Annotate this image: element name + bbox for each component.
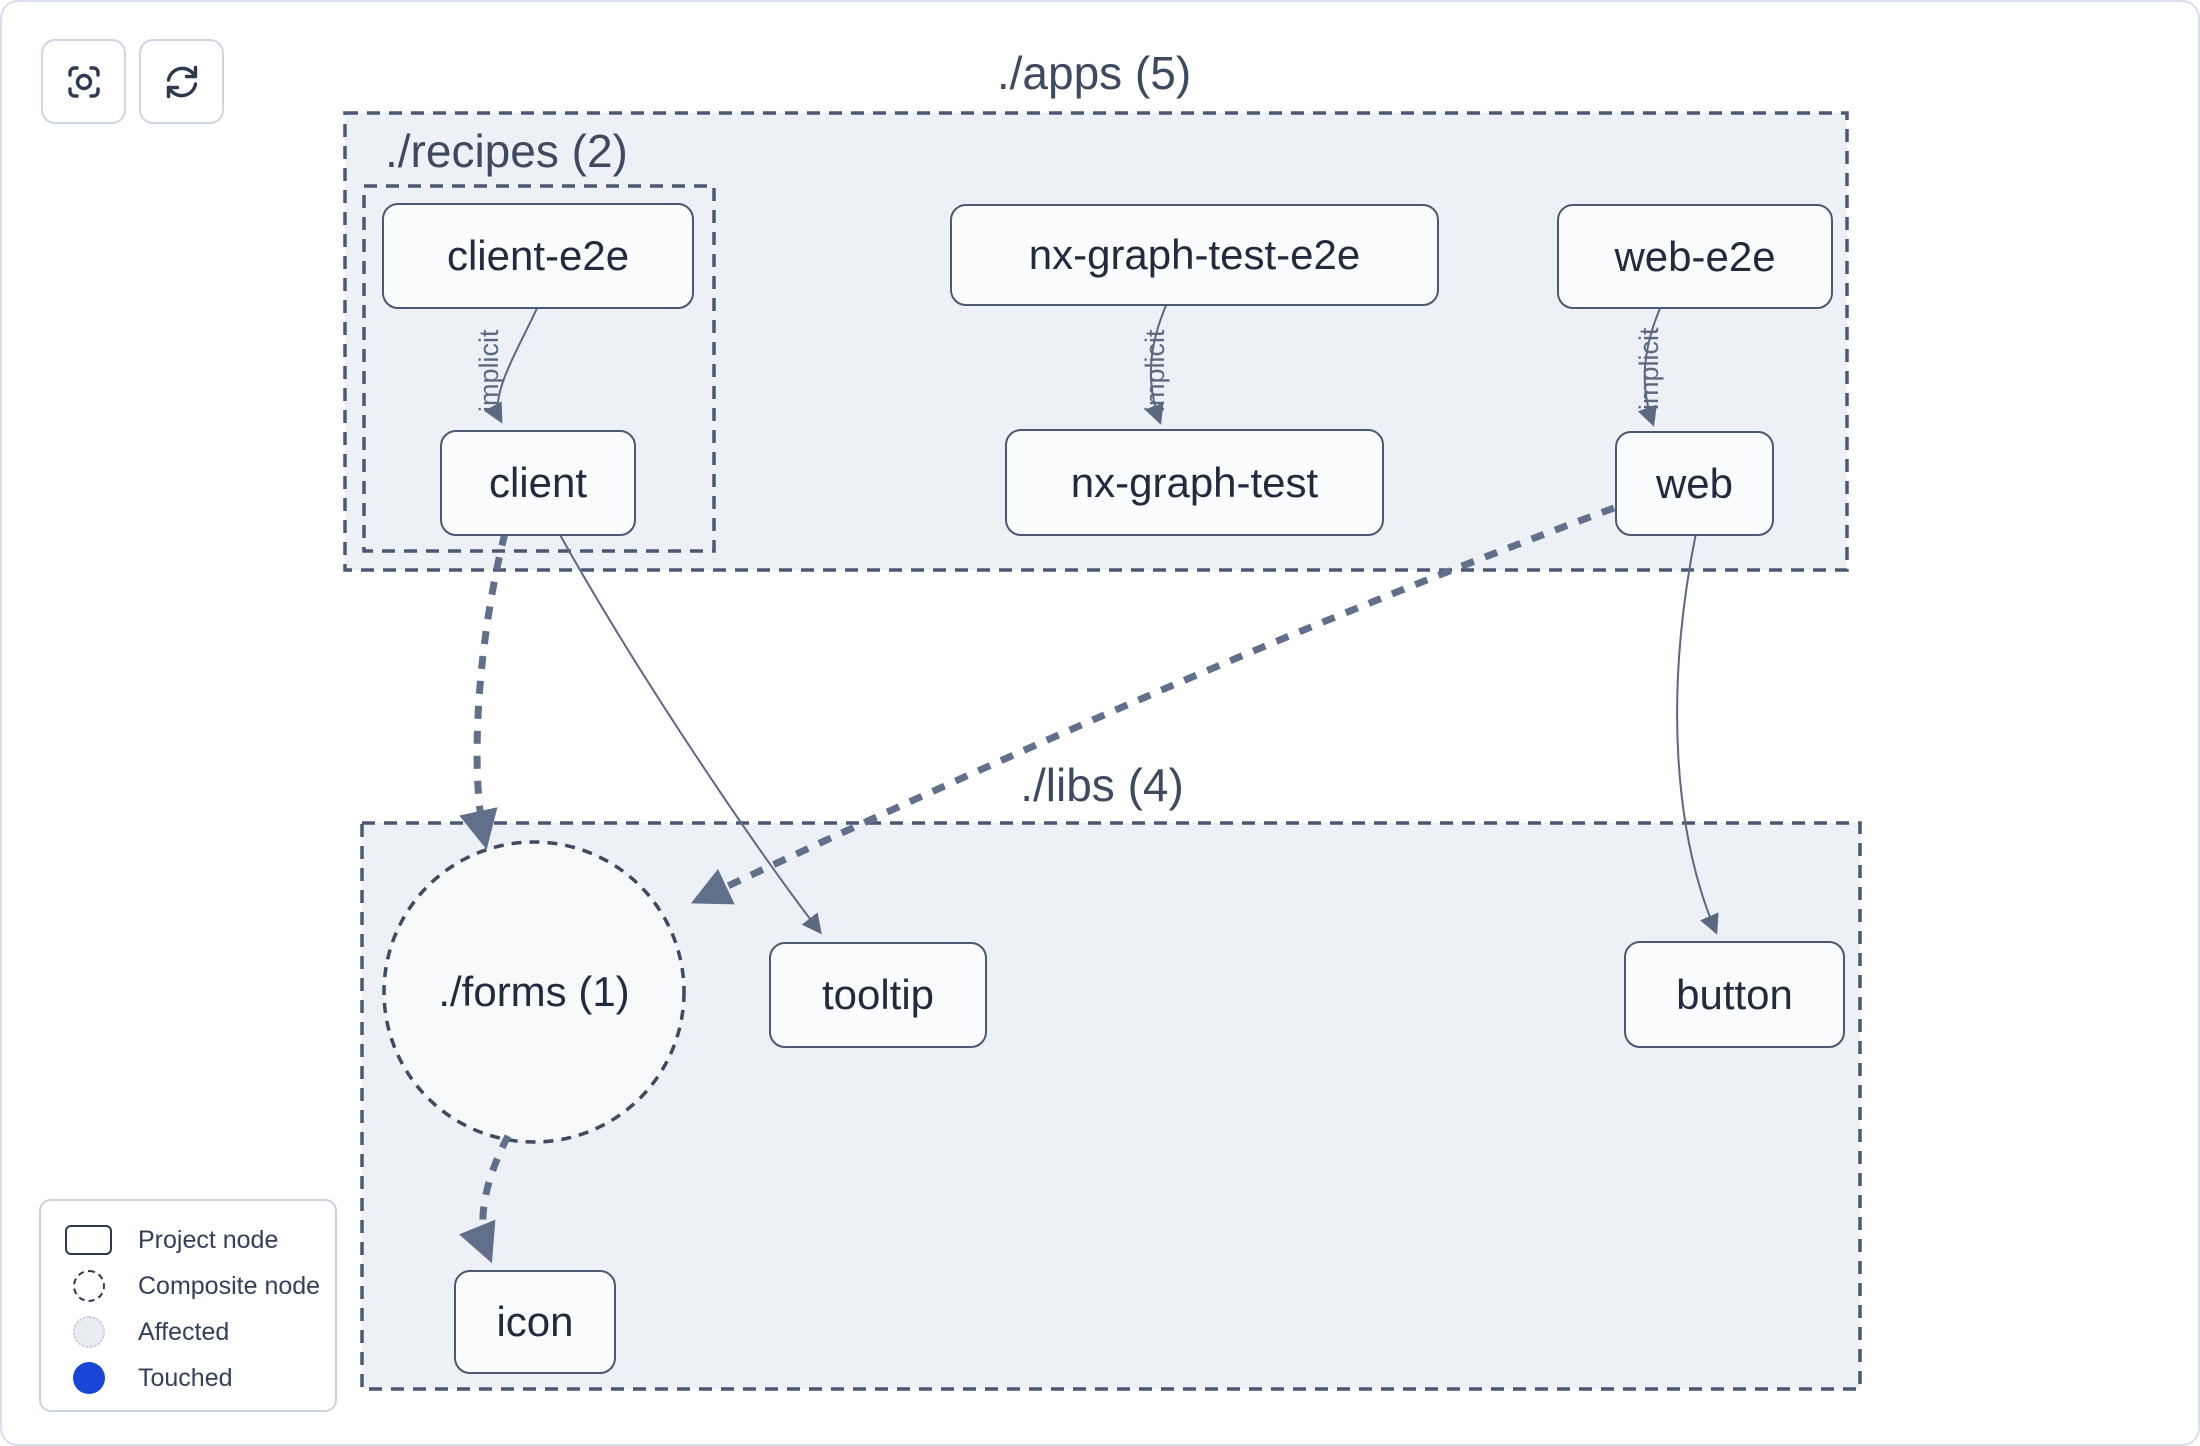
project-node-nx-graph-test-e2e[interactable]: nx-graph-test-e2e (950, 204, 1439, 306)
legend-row-affected: Affected (65, 1309, 335, 1355)
legend-row-touched: Touched (65, 1355, 335, 1401)
refresh-icon (166, 65, 197, 98)
composite-node-swatch (65, 1270, 112, 1302)
project-node-nx-graph-test[interactable]: nx-graph-test (1005, 429, 1384, 536)
project-node-client[interactable]: client (440, 430, 636, 536)
touched-swatch (65, 1362, 112, 1394)
affected-swatch (65, 1316, 112, 1348)
composite-node-forms-label[interactable]: ./forms (1) (438, 968, 630, 1015)
project-node-web[interactable]: web (1615, 431, 1774, 536)
project-node-web-e2e[interactable]: web-e2e (1557, 204, 1833, 309)
legend-label: Affected (138, 1317, 230, 1346)
legend-row-project-node: Project node (65, 1217, 335, 1263)
legend: Project node Composite node Affected Tou… (39, 1199, 337, 1412)
legend-label: Composite node (138, 1271, 321, 1300)
edge-client-to-tooltip (558, 532, 822, 935)
edge-nx-graph-test-e2e-to-nx-graph-test (1144, 302, 1168, 425)
edge-label-implicit: implicit (1140, 329, 1170, 412)
project-node-client-e2e[interactable]: client-e2e (382, 203, 694, 309)
edge-web-e2e-to-web (1637, 305, 1662, 427)
focus-button[interactable] (41, 39, 126, 124)
legend-label: Touched (138, 1363, 233, 1392)
project-node-button[interactable]: button (1624, 941, 1845, 1048)
legend-label: Project node (138, 1225, 279, 1254)
composite-node-forms-circle[interactable] (382, 840, 686, 1144)
refresh-button[interactable] (139, 39, 224, 124)
focus-target-icon (67, 65, 100, 98)
edge-label-implicit: implicit (1634, 327, 1664, 410)
edge-web-to-forms (690, 504, 1616, 905)
group-label-libs: ./libs (4) (1020, 759, 1184, 811)
edge-web-to-button (1676, 532, 1719, 935)
edge-label-implicit: implicit (474, 329, 504, 412)
group-label-apps: ./apps (5) (996, 47, 1192, 99)
group-label-recipes: ./recipes (2) (385, 125, 628, 177)
project-node-swatch (65, 1225, 112, 1255)
edge-client-to-forms (459, 532, 509, 850)
edge-client-e2e-to-client (484, 305, 539, 424)
project-node-icon[interactable]: icon (454, 1270, 616, 1374)
project-node-tooltip[interactable]: tooltip (769, 942, 987, 1048)
legend-row-composite-node: Composite node (65, 1263, 335, 1309)
group-recipes-container (362, 184, 716, 553)
